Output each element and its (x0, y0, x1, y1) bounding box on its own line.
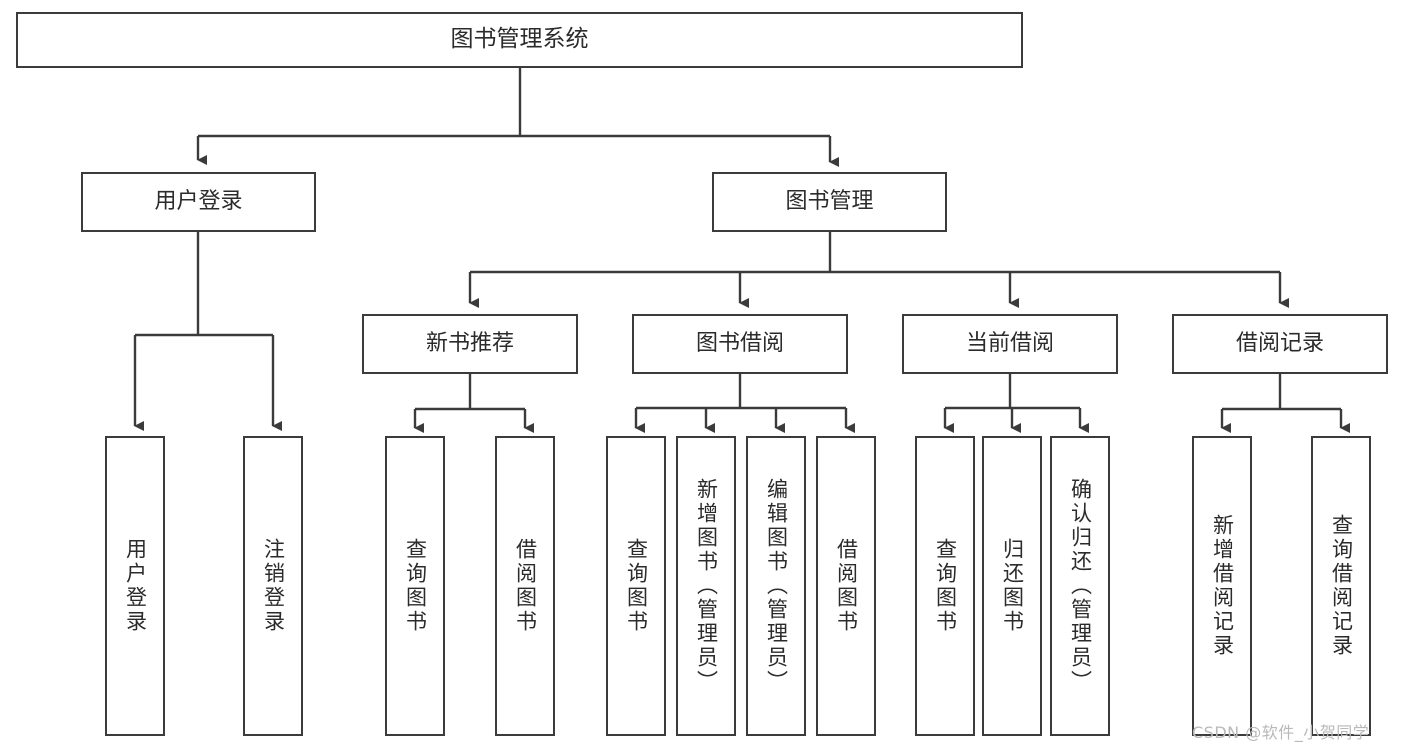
node-label: 借阅图书 (834, 538, 859, 634)
leaf-book-borrow-add[interactable]: 新增图书（管理员） (676, 436, 736, 736)
leaf-borrow-record-add[interactable]: 新增借阅记录 (1192, 436, 1252, 736)
node-label: 用户登录 (154, 189, 243, 215)
node-label: 编辑图书（管理员） (764, 478, 789, 694)
leaf-book-borrow-borrow[interactable]: 借阅图书 (816, 436, 876, 736)
node-root-system[interactable]: 图书管理系统 (16, 12, 1023, 68)
node-label: 借阅记录 (1235, 331, 1324, 357)
leaf-new-book-query[interactable]: 查询图书 (385, 436, 445, 736)
node-label: 用户登录 (123, 538, 148, 634)
node-book-borrow[interactable]: 图书借阅 (632, 314, 848, 374)
node-label: 新增图书（管理员） (694, 478, 719, 694)
node-user-login[interactable]: 用户登录 (81, 172, 316, 232)
node-new-book-recommend[interactable]: 新书推荐 (362, 314, 578, 374)
leaf-current-borrow-confirm[interactable]: 确认归还（管理员） (1050, 436, 1110, 736)
leaf-book-borrow-query[interactable]: 查询图书 (606, 436, 666, 736)
node-label: 确认归还（管理员） (1068, 478, 1093, 694)
node-current-borrow[interactable]: 当前借阅 (902, 314, 1118, 374)
leaf-current-borrow-query[interactable]: 查询图书 (915, 436, 975, 736)
node-label: 图书借阅 (695, 331, 784, 357)
node-label: 当前借阅 (965, 331, 1054, 357)
leaf-user-login-logout[interactable]: 注销登录 (243, 436, 303, 736)
leaf-new-book-borrow[interactable]: 借阅图书 (495, 436, 555, 736)
node-label: 新书推荐 (425, 331, 514, 357)
node-borrow-record[interactable]: 借阅记录 (1172, 314, 1388, 374)
leaf-user-login-login[interactable]: 用户登录 (105, 436, 165, 736)
node-label: 查询图书 (403, 538, 428, 634)
node-label: 注销登录 (261, 538, 286, 634)
node-label: 查询借阅记录 (1329, 514, 1354, 658)
node-label: 新增借阅记录 (1210, 514, 1235, 658)
leaf-current-borrow-return[interactable]: 归还图书 (982, 436, 1042, 736)
node-label: 借阅图书 (513, 538, 538, 634)
leaf-borrow-record-query[interactable]: 查询借阅记录 (1311, 436, 1371, 736)
node-book-management[interactable]: 图书管理 (712, 172, 947, 232)
node-label: 查询图书 (624, 538, 649, 634)
leaf-book-borrow-edit[interactable]: 编辑图书（管理员） (746, 436, 806, 736)
node-label: 图书管理系统 (450, 26, 589, 53)
node-label: 归还图书 (1000, 538, 1025, 634)
node-label: 图书管理 (785, 189, 874, 215)
node-label: 查询图书 (933, 538, 958, 634)
